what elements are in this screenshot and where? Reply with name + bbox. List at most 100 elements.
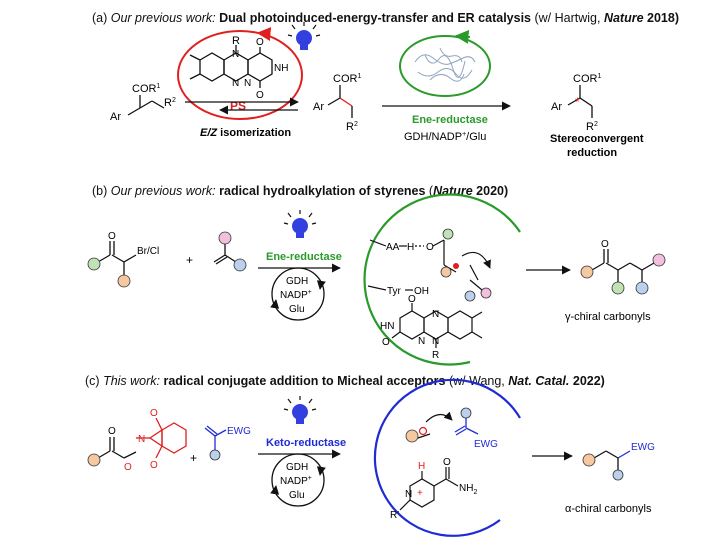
pocket-bonds: [367, 239, 483, 291]
plus-b: +: [186, 253, 193, 267]
int-r2: R2: [346, 121, 358, 133]
alkene-substrate: [213, 243, 237, 265]
flavin-structure: [189, 45, 273, 88]
pocket-h: H: [407, 242, 414, 253]
light-bulb-icon: [283, 210, 317, 238]
cofactor-cycle-b: [270, 267, 326, 321]
red-cycle-arrow: [256, 27, 272, 42]
flavin-r-label: R: [232, 35, 240, 47]
radical-attack-arrow: [461, 251, 491, 269]
er-conditions: GDH/NADP+/Glu: [404, 131, 486, 143]
nad-h: H: [418, 461, 425, 472]
michael-acceptor: [204, 425, 227, 450]
isomerized-intermediate: [327, 85, 353, 118]
int-cor: COR1: [333, 73, 361, 85]
sm-b-o: O: [108, 231, 116, 242]
sm-ar: Ar: [110, 111, 121, 123]
light-bulb-icon: [283, 396, 317, 424]
nhpi-n: N: [138, 434, 145, 445]
prod-c-ewg: EWG: [631, 442, 655, 453]
nhpi-ester: [136, 417, 187, 459]
flavin-b-n3: N: [432, 336, 439, 347]
isomerization-label: E/Z isomerization: [200, 127, 291, 139]
nhpi-sub-orange: [87, 453, 101, 467]
pocket-c-sub-orange: [405, 429, 419, 443]
ene-reductase-label-a: Ene-reductase: [412, 114, 488, 126]
pocket-o: O: [426, 242, 434, 253]
active-site-pocket-b: [363, 193, 521, 366]
red-cycle-ellipse: [177, 30, 303, 120]
cofactor-glu-b: Glu: [289, 304, 305, 315]
acceptor-sub-blue: [209, 449, 221, 461]
equilibrium-arrows: [185, 97, 299, 115]
nhpi-o3: O: [150, 408, 158, 419]
flavin-n3-label: N: [244, 78, 251, 89]
flavin-o2-label: O: [256, 90, 264, 101]
radical-dot-c: [418, 426, 428, 436]
pocket-sub-blue: [464, 290, 476, 302]
ene-reductase-label-b: Ene-reductase: [266, 251, 342, 263]
alpha-halo-carbonyl: [97, 241, 137, 276]
stereoconvergent-label-1: Stereoconvergent: [550, 133, 644, 145]
radical-attack-arrow-c: [425, 411, 453, 423]
flavin-structure-b: [391, 303, 483, 348]
gamma-chiral-label: γ-chiral carbonyls: [565, 311, 651, 323]
substituent-pink: [218, 231, 232, 245]
plus-c: +: [190, 451, 197, 465]
nad-o: O: [443, 457, 451, 468]
pyridinium-ring: [399, 467, 459, 511]
flavin-o1-label: O: [256, 37, 264, 48]
pocket-sub-green: [442, 228, 454, 240]
enone-starting-material: [127, 95, 165, 116]
cofactor-glu-c: Glu: [289, 490, 305, 501]
sm-cor: COR1: [132, 83, 160, 95]
substituent-blue: [233, 258, 247, 272]
enzyme-structure-icon: [414, 47, 476, 82]
prod-c-sub-blue: [612, 469, 624, 481]
flavin-b-o2: O: [382, 337, 390, 348]
flavin-b-o1: O: [408, 294, 416, 305]
flavin-nh-label: NH: [274, 63, 288, 74]
sm-r2: R2: [164, 97, 176, 109]
pocket-oh: OH: [414, 286, 429, 297]
cofactor-cycle-c: [270, 453, 326, 507]
substituent-green: [87, 257, 101, 271]
pocket-sub-orange: [440, 266, 452, 278]
flavin-n1-label: N: [232, 49, 239, 60]
flavin-b-r: R: [432, 350, 439, 361]
substituent-orange: [117, 274, 131, 288]
radical-c: [417, 433, 431, 439]
active-site-pocket-c: [373, 378, 521, 537]
flavin-n2-label: N: [232, 78, 239, 89]
reduced-product: [567, 85, 593, 118]
int-ar: Ar: [313, 101, 324, 113]
prod-star: *: [575, 95, 580, 109]
ester-chain: [97, 437, 137, 459]
nad-nh2: NH2: [459, 483, 477, 496]
flavin-b-n1: N: [432, 309, 439, 320]
nhpi-o4: O: [150, 460, 158, 471]
ps-label: PS: [230, 99, 246, 113]
section-a-title: (a) Our previous work: Dual photoinduced…: [92, 11, 679, 25]
pocket-acceptor: [454, 418, 479, 436]
prod-b-sub-orange: [580, 265, 594, 279]
flavin-b-n2: N: [418, 336, 425, 347]
light-bulb-icon: [287, 22, 321, 50]
pocket-tyr: Tyr: [387, 286, 402, 297]
ene-reductase-cycle: [399, 29, 491, 97]
section-c-title: (c) This work: radical conjugate additio…: [85, 374, 605, 388]
radical-dot-red: [453, 263, 459, 269]
keto-reductase-label: Keto-reductase: [266, 437, 346, 449]
nad-n: N: [405, 489, 412, 500]
section-b-title: (b) Our previous work: radical hydroalky…: [92, 184, 508, 198]
cofactor-nadp-b: NADP+: [280, 289, 312, 301]
prod-r2: R2: [586, 121, 598, 133]
cofactor-gdh-b: GDH: [286, 276, 308, 287]
prod-b-sub-blue: [635, 281, 649, 295]
alpha-chiral-product: [593, 450, 631, 470]
pocket-aa: AA: [386, 242, 400, 253]
prod-b-sub-green: [611, 281, 625, 295]
nhpi-o1: O: [108, 426, 116, 437]
